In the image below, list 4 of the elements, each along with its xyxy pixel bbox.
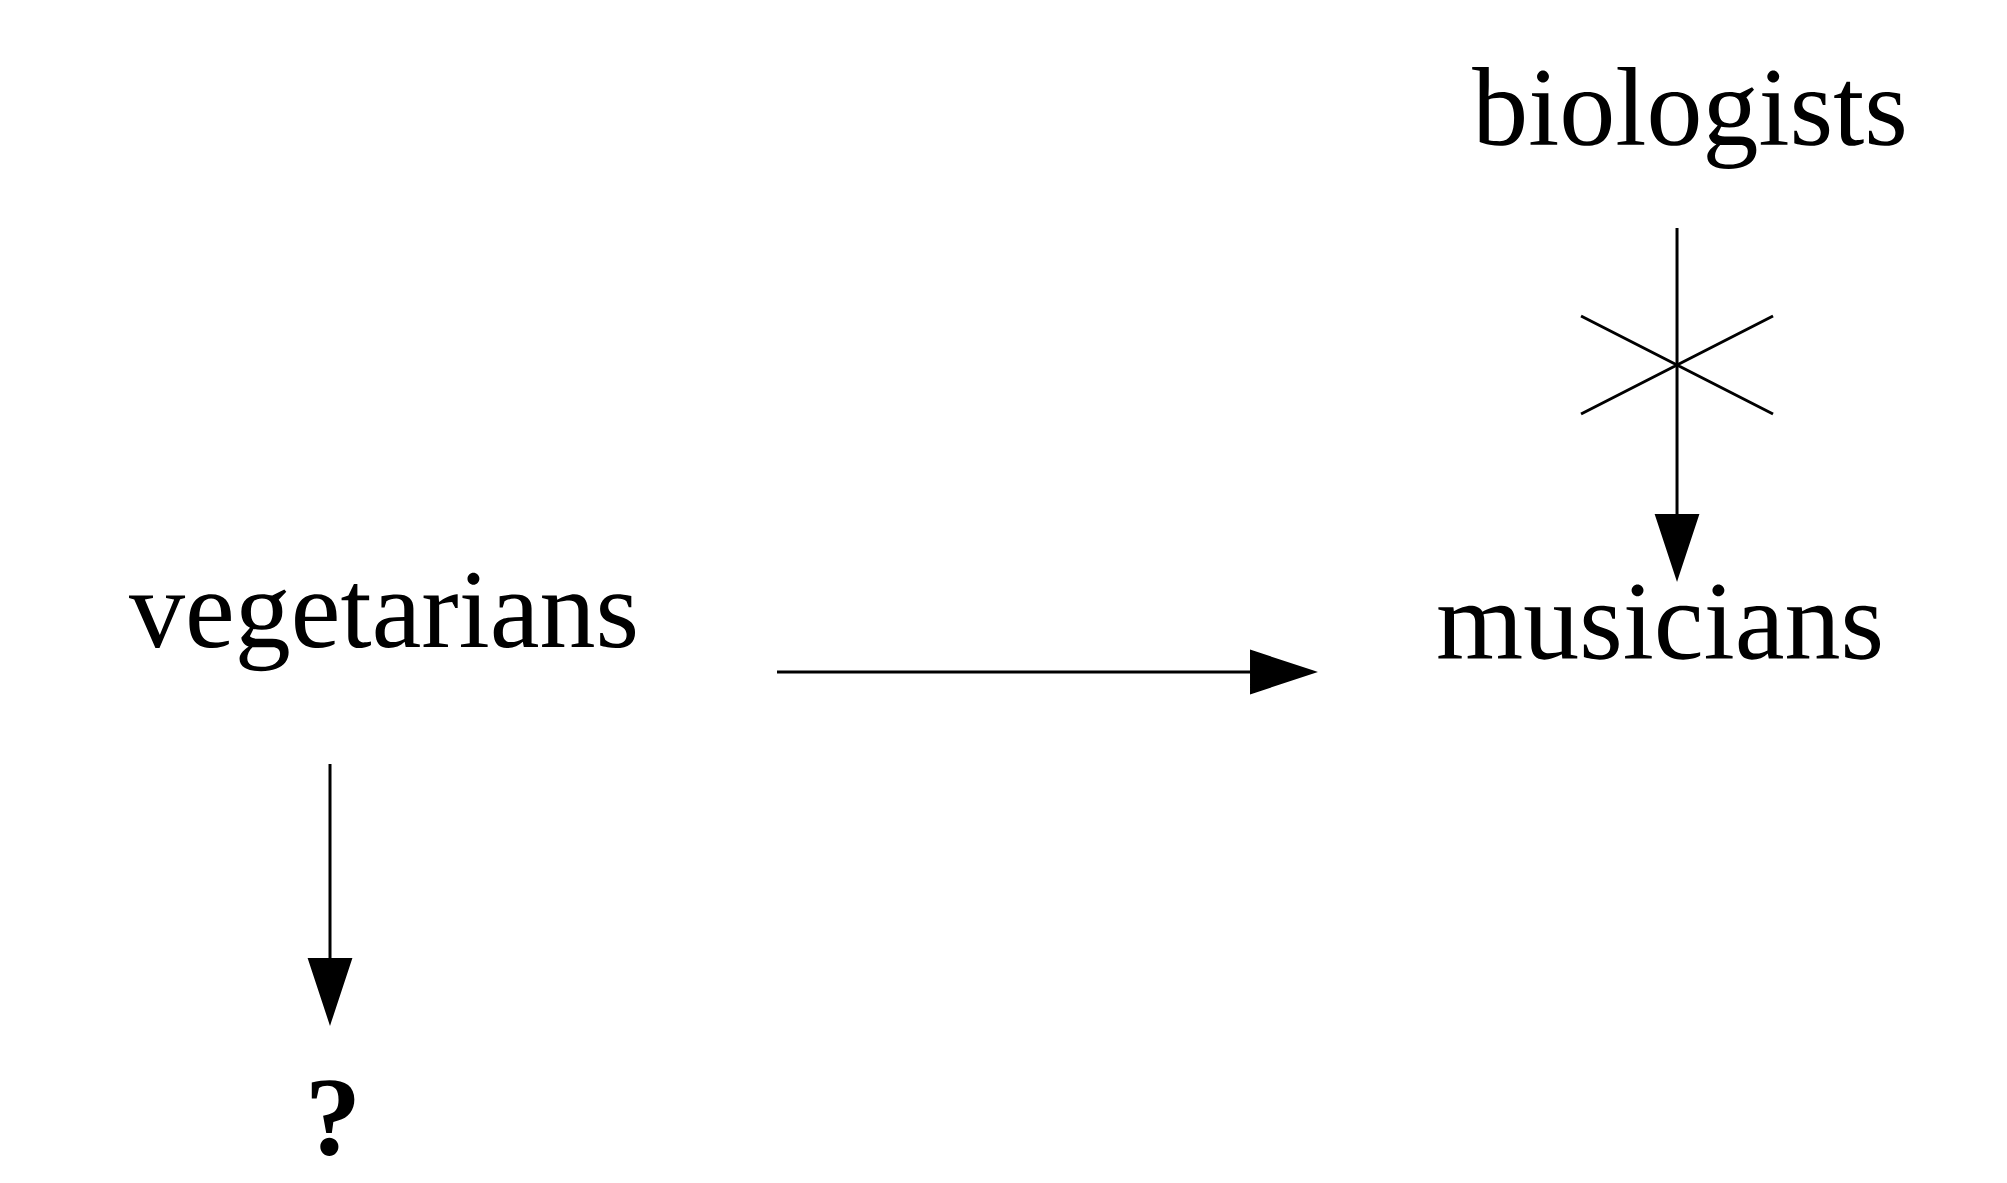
word-label: vegetarians — [129, 572, 636, 672]
word-label: musicians — [1438, 584, 1881, 660]
word-label: ? — [311, 1080, 355, 1156]
word-label: biologists — [1472, 67, 1904, 169]
